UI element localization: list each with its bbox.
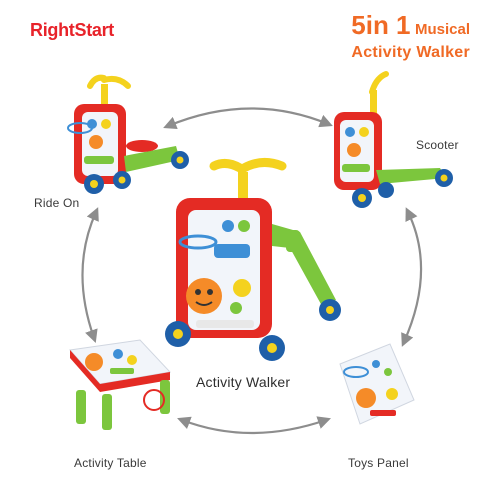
label-toys-panel: Toys Panel xyxy=(348,456,409,470)
arrow-top xyxy=(163,107,333,130)
scooter-toy xyxy=(334,71,453,208)
label-scooter: Scooter xyxy=(416,138,459,152)
arrow-left xyxy=(81,207,99,343)
cycle-arrows xyxy=(81,107,423,435)
title-number: 5in 1 xyxy=(351,10,411,40)
arrow-right xyxy=(401,207,423,347)
label-activity-walker: Activity Walker xyxy=(196,374,291,390)
product-title: 5in 1 Musical Activity Walker xyxy=(351,12,470,63)
activity-table-toy xyxy=(69,339,172,430)
label-ride-on: Ride On xyxy=(34,196,80,210)
toys-panel-toy xyxy=(339,343,415,425)
arrow-bottom xyxy=(177,416,331,435)
ride-on-toy xyxy=(67,74,189,194)
title-word: Musical xyxy=(414,21,470,38)
activity-walker-toy xyxy=(165,158,341,361)
title-subline: Activity Walker xyxy=(351,44,470,61)
label-activity-table: Activity Table xyxy=(74,456,147,470)
brand-logo: RightStart xyxy=(30,20,114,40)
